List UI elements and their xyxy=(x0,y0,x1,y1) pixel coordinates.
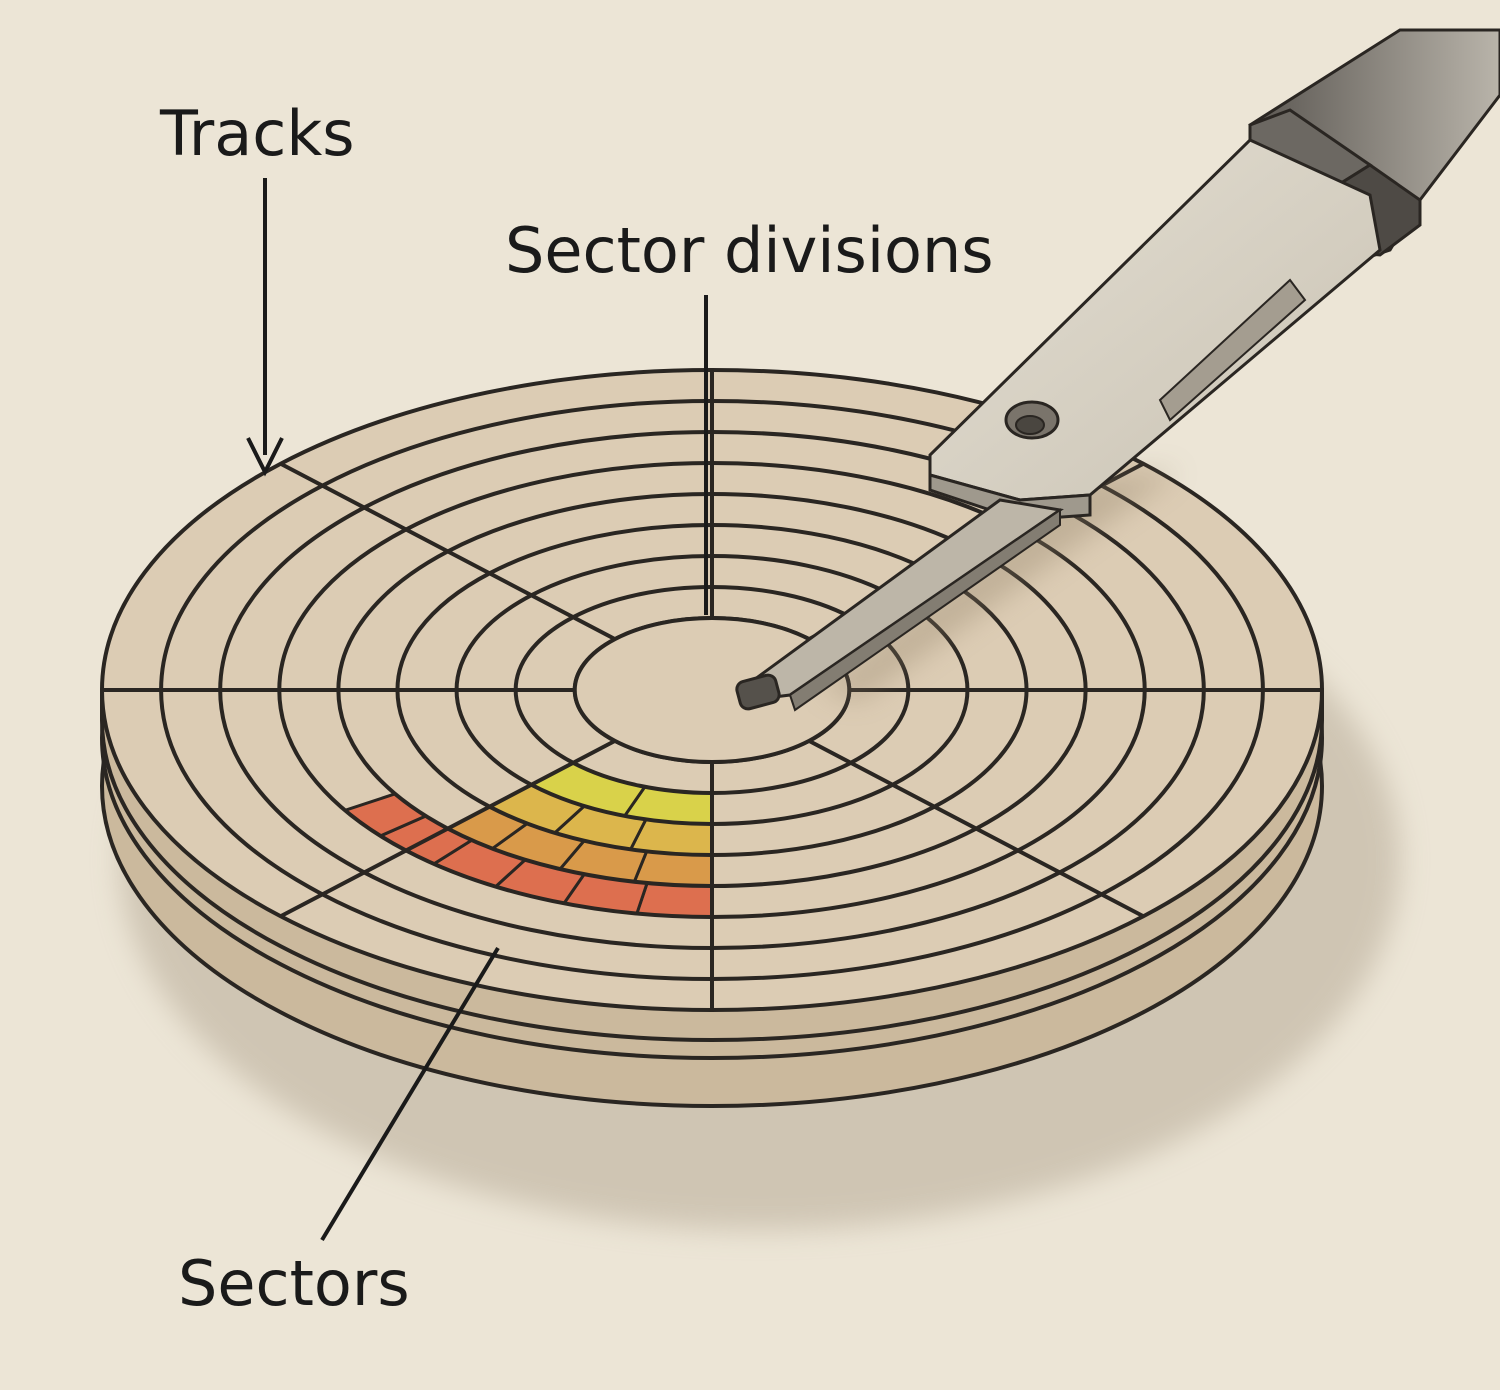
top-platter xyxy=(100,368,1324,1012)
read-write-head xyxy=(735,673,781,711)
head-slider-side xyxy=(788,508,1061,712)
sector-division-line xyxy=(279,461,616,641)
tracks-label: Tracks xyxy=(159,97,355,170)
arm-shadow xyxy=(820,470,1180,700)
sector-divisions-label: Sector divisions xyxy=(505,214,994,287)
sectors-label: Sectors xyxy=(178,1247,410,1320)
sector-division-line xyxy=(808,739,1145,919)
tracks-arrowhead xyxy=(246,437,284,477)
arm-groove xyxy=(1158,278,1307,422)
arm-main xyxy=(928,138,1382,502)
highlighted-sector xyxy=(634,881,714,919)
arm-pivot-hole-inner xyxy=(1015,415,1045,435)
sectors-callout-line xyxy=(320,946,500,1242)
callouts xyxy=(246,178,708,1242)
read-write-head-arm xyxy=(735,28,1500,712)
sector-division-line xyxy=(279,739,616,919)
